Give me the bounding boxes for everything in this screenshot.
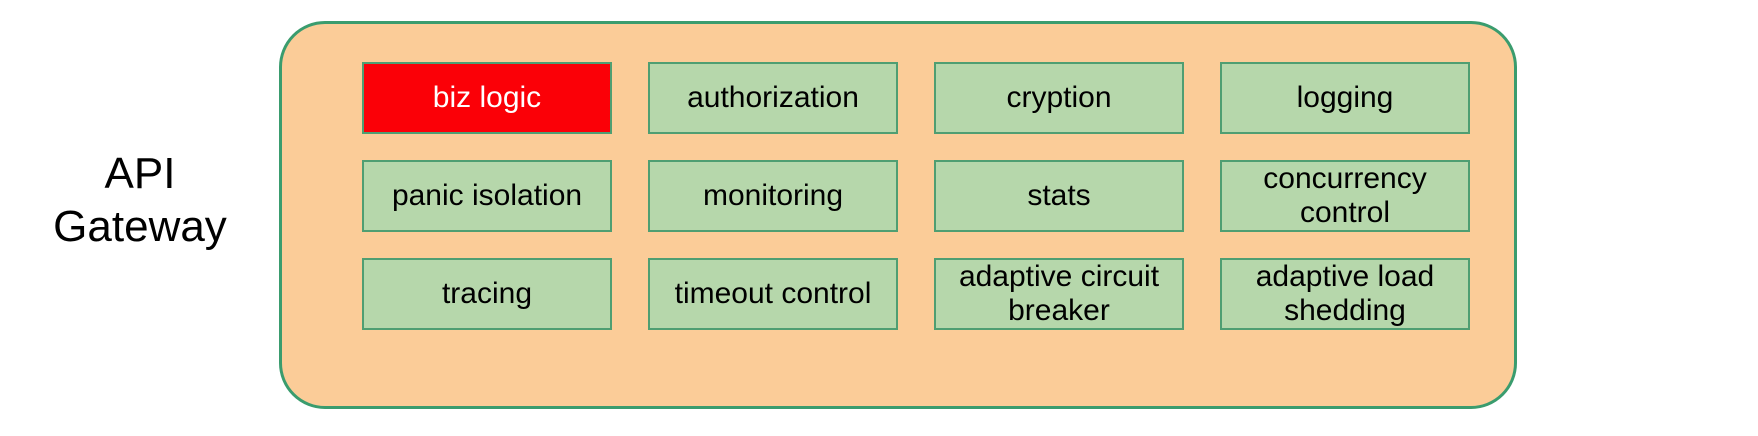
component-label: authorization [687,81,859,115]
component-cell-stats[interactable]: stats [934,160,1184,232]
api-gateway-label: API Gateway [53,149,227,251]
component-cell-timeout-control[interactable]: timeout control [648,258,898,330]
component-grid: biz logic authorization cryption logging… [362,62,1470,330]
component-cell-biz-logic[interactable]: biz logic [362,62,612,134]
component-label: biz logic [432,81,542,115]
api-gateway-container: biz logic authorization cryption logging… [279,21,1517,409]
component-cell-panic-isolation[interactable]: panic isolation [362,160,612,232]
component-label: adaptive load shedding [1255,260,1435,327]
component-cell-adaptive-load-shedding[interactable]: adaptive load shedding [1220,258,1470,330]
component-cell-concurrency-control[interactable]: concurrency control [1220,160,1470,232]
component-label: stats [1027,179,1091,213]
component-label: timeout control [674,277,872,311]
component-cell-authorization[interactable]: authorization [648,62,898,134]
component-cell-cryption[interactable]: cryption [934,62,1184,134]
component-label: cryption [1006,81,1112,115]
component-label: concurrency control [1263,162,1427,229]
component-label: panic isolation [391,179,583,213]
component-cell-logging[interactable]: logging [1220,62,1470,134]
component-label: adaptive circuit breaker [958,260,1160,327]
component-label: monitoring [702,179,844,213]
component-cell-tracing[interactable]: tracing [362,258,612,330]
component-label: tracing [441,277,533,311]
component-label: logging [1296,81,1394,115]
component-cell-monitoring[interactable]: monitoring [648,160,898,232]
component-cell-adaptive-circuit-breaker[interactable]: adaptive circuit breaker [934,258,1184,330]
